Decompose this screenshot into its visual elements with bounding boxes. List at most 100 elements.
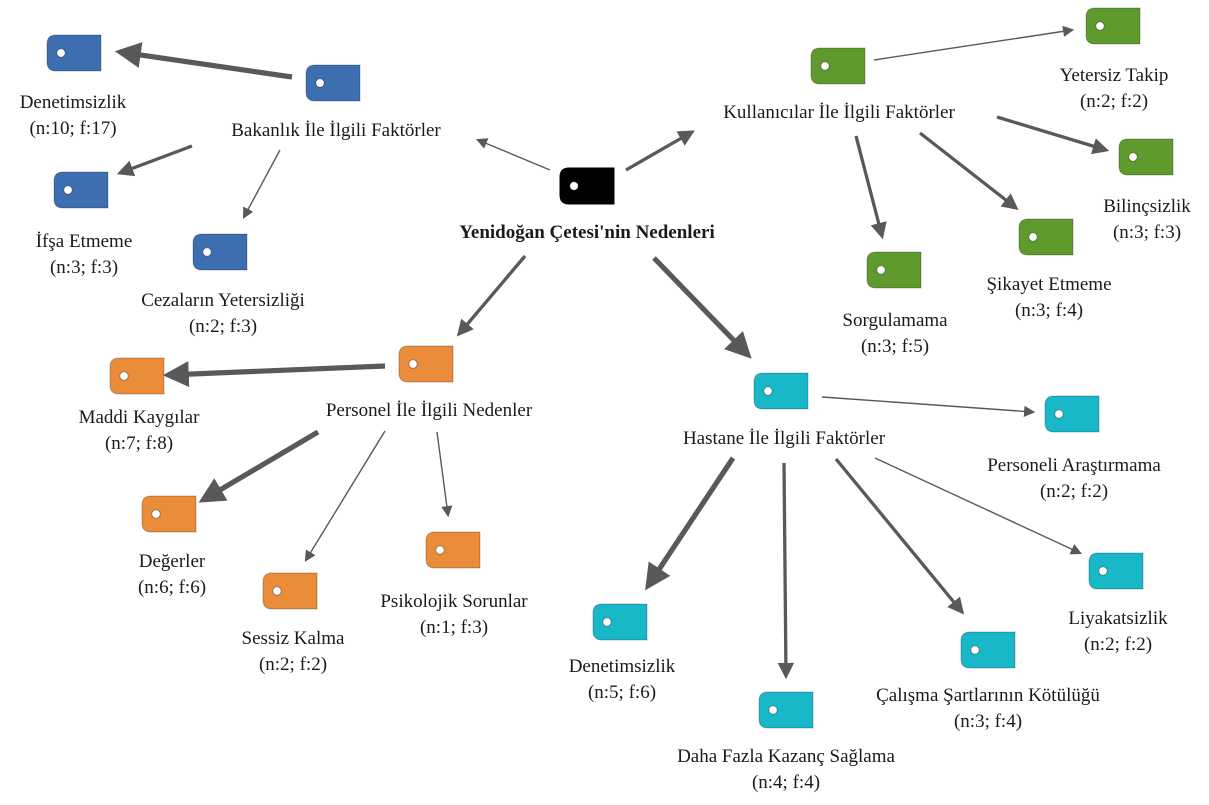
hastane-title: Hastane İle İlgili Faktörler xyxy=(682,428,886,449)
personel-label: Personel İle İlgili Nedenler xyxy=(326,398,532,424)
tag-icon-degerler xyxy=(141,495,197,533)
edge-hastane-to-denetimsizlik_h xyxy=(645,456,736,591)
edge-kullanicilar-to-bilincsizlik xyxy=(996,115,1110,155)
edge-root-to-bakanlik xyxy=(475,138,551,171)
maddi-label: Maddi Kaygılar (n:7; f:8) xyxy=(79,405,200,457)
maddi-stats: (n:7; f:8) xyxy=(104,433,174,454)
liyakatsizlik-stats: (n:2; f:2) xyxy=(1083,634,1153,655)
kazanc-stats: (n:4; f:4) xyxy=(751,772,821,793)
sessiz-title: Sessiz Kalma xyxy=(241,628,345,649)
liyakatsizlik-title: Liyakatsizlik xyxy=(1068,608,1168,629)
tag-icon-ifsa xyxy=(53,171,109,209)
tag-icon-maddi xyxy=(109,357,165,395)
tag-icon-liyakatsizlik xyxy=(1088,552,1144,590)
tag-icon-sikayet xyxy=(1018,218,1074,256)
edge-bakanlik-to-denetimsizlik_b xyxy=(114,42,293,80)
tag-icon-cezalar xyxy=(192,233,248,271)
hastane-label: Hastane İle İlgili Faktörler xyxy=(683,426,885,452)
edge-kullanicilar-to-sorgulamama xyxy=(854,135,887,240)
edge-personel-to-psikolojik xyxy=(436,431,453,518)
sikayet-label: Şikayet Etmeme (n:3; f:4) xyxy=(986,272,1111,324)
liyakatsizlik-label: Liyakatsizlik (n:2; f:2) xyxy=(1068,606,1167,658)
edge-personel-to-sessiz xyxy=(304,430,386,562)
denetimsizlik-b-label: Denetimsizlik (n:10; f:17) xyxy=(20,90,127,142)
denetimsizlik-b-stats: (n:10; f:17) xyxy=(29,118,117,139)
psikolojik-stats: (n:1; f:3) xyxy=(419,617,489,638)
bilincsizlik-label: Bilinçsizlik (n:3; f:3) xyxy=(1103,194,1191,246)
edge-hastane-to-kazanc xyxy=(777,462,795,680)
tag-icon-calisma xyxy=(960,631,1016,669)
tag-icon-sorgulamama xyxy=(866,251,922,289)
kazanc-title: Daha Fazla Kazanç Sağlama xyxy=(677,746,895,767)
kullanicilar-title: Kullanıcılar İle İlgili Faktörler xyxy=(723,102,955,123)
tag-icon-sessiz xyxy=(262,572,318,610)
cezalar-title: Cezaların Yetersizliği xyxy=(141,290,305,311)
psikolojik-title: Psikolojik Sorunlar xyxy=(380,591,528,612)
psikolojik-label: Psikolojik Sorunlar (n:1; f:3) xyxy=(380,589,527,641)
tag-icon-personel xyxy=(398,345,454,383)
edge-hastane-to-calisma xyxy=(834,457,965,615)
edge-kullanicilar-to-yetersiz_takip xyxy=(873,25,1075,61)
yetersiz-takip-title: Yetersiz Takip xyxy=(1059,65,1169,86)
edge-hastane-to-liyakatsizlik xyxy=(874,457,1083,555)
sikayet-title: Şikayet Etmeme xyxy=(986,274,1112,295)
bilincsizlik-stats: (n:3; f:3) xyxy=(1112,222,1182,243)
yetersiz-takip-label: Yetersiz Takip (n:2; f:2) xyxy=(1060,63,1169,115)
cezalar-stats: (n:2; f:3) xyxy=(188,316,258,337)
calisma-stats: (n:3; f:4) xyxy=(953,711,1023,732)
tag-icon-yetersiz_takip xyxy=(1085,7,1141,45)
sorgulamama-title: Sorgulamama xyxy=(842,310,948,331)
tag-icon-kullanicilar xyxy=(810,47,866,85)
tag-icon-denetimsizlik_b xyxy=(46,34,102,72)
personeli-arastirmama-stats: (n:2; f:2) xyxy=(1039,481,1109,502)
tag-icon-denetimsizlik_h xyxy=(592,603,648,641)
root-label: Yenidoğan Çetesi'nin Nedenleri xyxy=(459,220,714,246)
sikayet-stats: (n:3; f:4) xyxy=(1014,300,1084,321)
calisma-title: Çalışma Şartlarının Kötülüğü xyxy=(876,685,1100,706)
cezalar-label: Cezaların Yetersizliği (n:2; f:3) xyxy=(141,288,305,340)
sorgulamama-label: Sorgulamama (n:3; f:5) xyxy=(842,308,947,360)
maddi-title: Maddi Kaygılar xyxy=(78,407,200,428)
denetimsizlik-h-label: Denetimsizlik (n:5; f:6) xyxy=(569,654,676,706)
tag-icon-hastane xyxy=(753,372,809,410)
tag-icon-psikolojik xyxy=(425,531,481,569)
kazanc-label: Daha Fazla Kazanç Sağlama (n:4; f:4) xyxy=(677,744,895,796)
tag-icon-bakanlik xyxy=(305,64,361,102)
edge-personel-to-maddi xyxy=(162,361,386,388)
edge-kullanicilar-to-sikayet xyxy=(918,131,1019,211)
degerler-title: Değerler xyxy=(138,551,206,572)
degerler-stats: (n:6; f:6) xyxy=(137,577,207,598)
tag-icon-kazanc xyxy=(758,691,814,729)
tag-icon-bilincsizlik xyxy=(1118,138,1174,176)
sessiz-stats: (n:2; f:2) xyxy=(258,654,328,675)
bakanlik-label: Bakanlık İle İlgili Faktörler xyxy=(231,118,440,144)
personeli-arastirmama-label: Personeli Araştırmama (n:2; f:2) xyxy=(987,453,1161,505)
denetimsizlik-h-title: Denetimsizlik xyxy=(568,656,676,677)
bakanlik-title: Bakanlık İle İlgili Faktörler xyxy=(231,120,441,141)
denetimsizlik-h-stats: (n:5; f:6) xyxy=(587,682,657,703)
edge-personel-to-degerler xyxy=(198,429,320,503)
sessiz-label: Sessiz Kalma (n:2; f:2) xyxy=(242,626,345,678)
edge-root-to-kullanicilar xyxy=(625,130,695,172)
personeli-arastirmama-title: Personeli Araştırmama xyxy=(987,455,1161,476)
edge-root-to-hastane xyxy=(652,256,752,359)
root-title: Yenidoğan Çetesi'nin Nedenleri xyxy=(459,222,715,243)
ifsa-stats: (n:3; f:3) xyxy=(49,257,119,278)
edge-bakanlik-to-cezalar xyxy=(242,149,281,219)
ifsa-title: İfşa Etmeme xyxy=(35,231,133,252)
edge-hastane-to-personeli_arastirmama xyxy=(821,396,1036,417)
tag-icon-personeli_arastirmama xyxy=(1044,395,1100,433)
denetimsizlik-b-title: Denetimsizlik xyxy=(19,92,127,113)
yetersiz-takip-stats: (n:2; f:2) xyxy=(1079,91,1149,112)
ifsa-label: İfşa Etmeme (n:3; f:3) xyxy=(36,229,133,281)
bilincsizlik-title: Bilinçsizlik xyxy=(1103,196,1191,217)
sorgulamama-stats: (n:3; f:5) xyxy=(860,336,930,357)
edge-root-to-personel xyxy=(456,254,527,337)
tag-icon-root xyxy=(559,167,615,205)
personel-title: Personel İle İlgili Nedenler xyxy=(325,400,533,421)
kullanicilar-label: Kullanıcılar İle İlgili Faktörler xyxy=(723,100,955,126)
degerler-label: Değerler (n:6; f:6) xyxy=(138,549,206,601)
edge-bakanlik-to-ifsa xyxy=(116,144,193,177)
